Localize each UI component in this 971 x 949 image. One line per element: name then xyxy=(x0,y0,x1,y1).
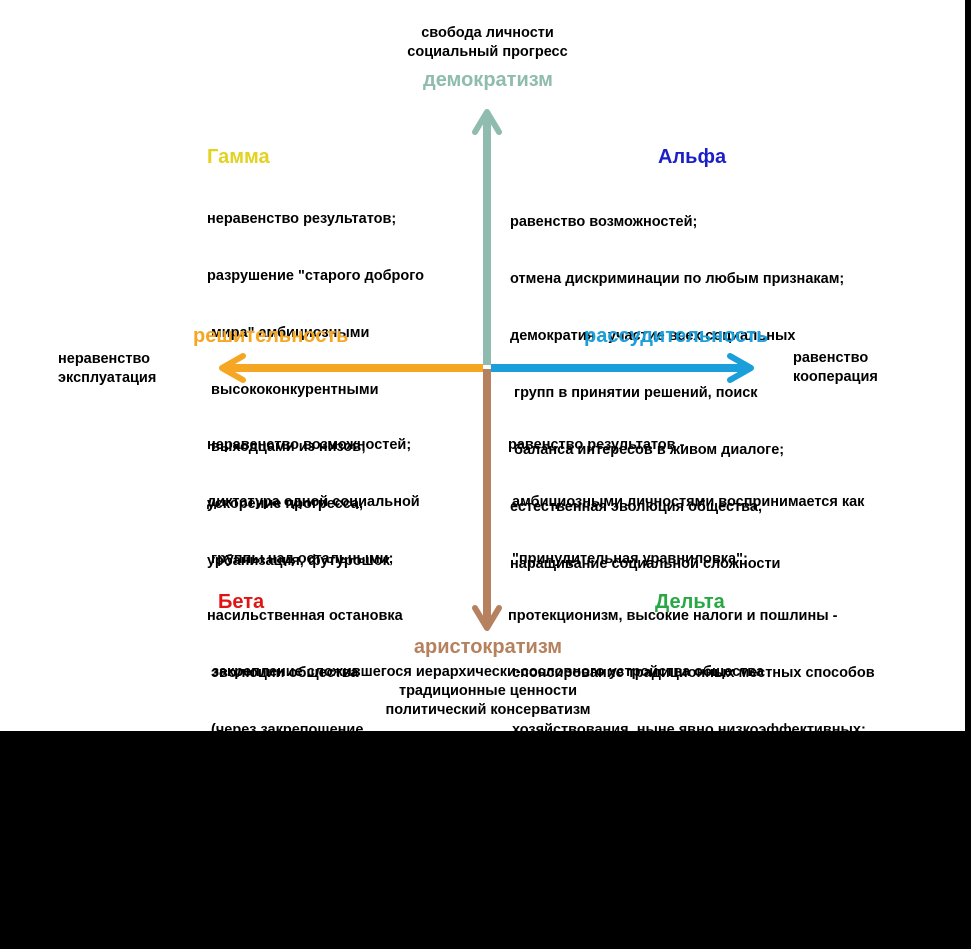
bottom-labels: закрепление сложившегося иерархически-со… xyxy=(120,663,856,720)
top-labels: свобода личности социальный прогресс xyxy=(385,24,590,62)
alpha-line: естественная эволюция общества, xyxy=(510,499,762,515)
right-label-2: кооперация xyxy=(793,369,878,385)
delta-line: хозяйствования, ныне явно низкоэффективн… xyxy=(508,722,866,738)
alpha-line: демократия - участие всех социальных xyxy=(510,328,796,344)
bottom-label-3: политический консерватизм xyxy=(385,702,591,718)
quadrant-title-delta: Дельта xyxy=(655,591,725,613)
top-label-2: социальный прогресс xyxy=(407,44,568,60)
gamma-line: ускорение прогресса, xyxy=(207,496,364,512)
beta-line: группы над остальными; xyxy=(207,551,394,567)
top-label-1: свобода личности xyxy=(421,25,554,41)
left-label-1: неравенство xyxy=(58,351,151,367)
alpha-line: равенство возможностей; xyxy=(510,214,698,230)
quadrant-text-gamma: неравенство результатов; разрушение "ста… xyxy=(207,172,424,609)
arrow-left-head xyxy=(219,353,246,383)
gamma-line: разрушение "старого доброго xyxy=(207,268,424,284)
arrow-right-head xyxy=(727,353,754,383)
gamma-line: урбанизация, футурошок xyxy=(207,553,390,569)
quadrant-title-alpha: Альфа xyxy=(658,146,727,168)
right-label-1: равенство xyxy=(793,350,869,366)
axis-label-decisiveness: решительность xyxy=(193,325,349,347)
delta-line: (привычная и потому комфортная среда оби… xyxy=(508,893,883,909)
arrow-up xyxy=(472,109,502,365)
quadrant-title-gamma: Гамма xyxy=(207,146,270,168)
beta-line: (через закрепощение, xyxy=(207,722,368,738)
gamma-line: выходцами из низов; xyxy=(207,439,366,455)
delta-line: протекционизм, высокие налоги и пошлины … xyxy=(508,608,838,624)
diagram-canvas: свобода личности социальный прогресс дем… xyxy=(0,0,965,731)
arrow-right xyxy=(491,353,754,383)
beta-line: эволюции общества xyxy=(207,665,359,681)
delta-line: замедление прогресса, социальный гомеост… xyxy=(508,836,848,852)
quadrant-text-alpha: равенство возможностей; отмена дискримин… xyxy=(510,175,844,612)
arrow-down-head xyxy=(472,605,502,631)
delta-line: равенство результатов - xyxy=(508,437,685,453)
beta-line: диктатура одной социальной xyxy=(207,494,420,510)
beta-line: неравенство возможностей; xyxy=(207,437,412,453)
quadrant-text-beta: неравенство возможностей; диктатура одно… xyxy=(207,398,433,835)
quadrant-title-beta: Бета xyxy=(218,591,265,613)
delta-line: амбициозными личностями воспринимается к… xyxy=(508,494,865,510)
arrow-left xyxy=(219,353,483,383)
gamma-line: мира" амбициозными xyxy=(207,325,370,341)
delta-line: "принудительная уравниловка"; xyxy=(508,551,748,567)
beta-line: подавление самоорганизации) xyxy=(207,779,434,795)
alpha-line: наращивание социальной сложности xyxy=(510,556,781,572)
alpha-line: баланса интересов в живом диалоге; xyxy=(510,442,785,458)
arrow-up-head xyxy=(472,109,502,135)
axes xyxy=(219,109,754,631)
right-labels: равенство кооперация xyxy=(793,349,878,387)
arrow-down xyxy=(472,369,502,631)
gamma-line: высококонкурентными xyxy=(207,382,379,398)
alpha-line: групп в принятии решений, поиск xyxy=(510,385,758,401)
alpha-line: отмена дискриминации по любым признакам; xyxy=(510,271,845,287)
axis-label-democratism: демократизм xyxy=(423,69,553,91)
left-label-2: эксплуатация xyxy=(58,370,157,386)
bottom-label-1: закрепление сложившегося иерархически-со… xyxy=(211,664,765,680)
gamma-line: неравенство результатов; xyxy=(207,211,397,227)
beta-line: насильственная остановка xyxy=(207,608,403,624)
delta-line: спонсирование традиционных местных спосо… xyxy=(508,665,875,681)
axis-label-aristocratism: аристократизм xyxy=(413,636,563,658)
bottom-label-2: традиционные ценности xyxy=(398,683,578,699)
delta-line: рурализация, движения "зелёных"; xyxy=(508,779,765,795)
left-labels: неравенство эксплуатация xyxy=(58,350,156,388)
axis-label-prudence: рассудительность xyxy=(584,325,769,347)
